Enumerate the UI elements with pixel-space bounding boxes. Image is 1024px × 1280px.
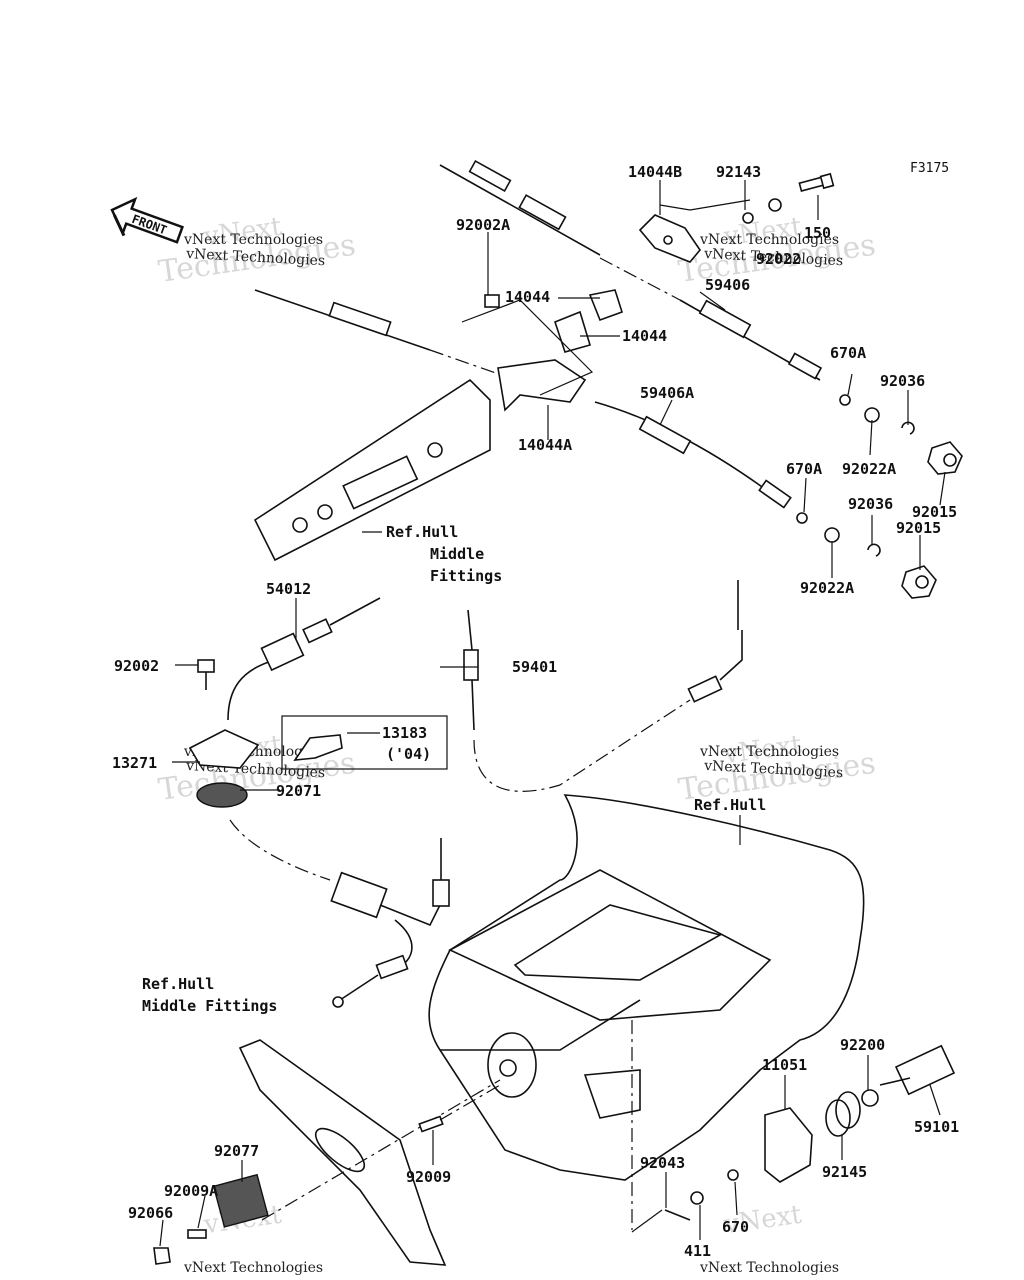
watermark-caption: vNext Technologies — [699, 744, 839, 760]
label-92077: 92077 — [214, 1142, 259, 1160]
label-92043: 92043 — [640, 1154, 685, 1172]
label-54012: 54012 — [266, 580, 311, 598]
washer-92143 — [742, 212, 754, 224]
label-92022A-top: 92022A — [842, 460, 896, 478]
knob-59101 — [879, 1044, 956, 1096]
label-11051: 11051 — [762, 1056, 807, 1074]
bolt-92002A — [484, 294, 500, 308]
label-670: 670 — [722, 1218, 749, 1236]
label-92002A: 92002A — [456, 216, 510, 234]
bolt-92009 — [418, 1115, 444, 1133]
label-59406: 59406 — [705, 276, 750, 294]
nut-92015-bottom — [901, 565, 937, 599]
plate-13183 — [293, 734, 343, 761]
washer-411 — [690, 1191, 704, 1205]
label-92022A-bottom: 92022A — [800, 579, 854, 597]
watermark-caption: vNext Technologies — [703, 758, 844, 781]
cable-59406A — [254, 289, 792, 509]
label-670A-top: 670A — [830, 344, 866, 362]
label-13183: 13183 — [382, 724, 427, 742]
washer-92200 — [861, 1089, 879, 1107]
label-92200: 92200 — [840, 1036, 885, 1054]
diagram-code: F3175 — [910, 161, 949, 176]
watermark-caption: vNext Technologies — [699, 232, 839, 248]
front-arrow-icon: FRONT — [110, 196, 184, 244]
label-04: ('04) — [386, 745, 431, 763]
hull-middle-fitting-lower — [238, 1039, 501, 1266]
label-92071: 92071 — [276, 782, 321, 800]
oring-670A-top — [839, 394, 851, 406]
label-14044A: 14044A — [518, 436, 572, 454]
nut-92015-top — [927, 441, 963, 475]
label-92009: 92009 — [406, 1168, 451, 1186]
bolt-92009A — [187, 1229, 207, 1239]
label-411: 411 — [684, 1242, 711, 1260]
lower-cable-assembly — [229, 819, 450, 1008]
hull-middle-fitting-plate — [253, 378, 491, 562]
label-92036-bottom: 92036 — [848, 495, 893, 513]
cable-59401 — [463, 580, 743, 792]
nut-92066 — [153, 1247, 171, 1265]
bracket-14044A — [497, 359, 587, 412]
label-92015-bottom: 92015 — [896, 519, 941, 537]
label-92015-top: 92015 — [912, 503, 957, 521]
label-14044-upper: 14044 — [505, 288, 550, 306]
clamp-14044-upper — [588, 289, 623, 322]
label-92143: 92143 — [716, 163, 761, 181]
watermark-caption: vNext Technologies — [699, 1260, 839, 1276]
clip-92043 — [664, 1209, 691, 1221]
watermark-caption: vNext Technologies — [185, 246, 326, 269]
ref-hull-middle-label: Ref.Hull — [386, 523, 458, 541]
ref-hull-middle-label-2: Middle Fittings — [142, 997, 277, 1015]
bracket-14044B — [638, 214, 702, 263]
label-92036-top: 92036 — [880, 372, 925, 390]
bolt-92002 — [197, 659, 215, 673]
watermark-caption: vNext Technologies — [183, 232, 323, 248]
cover-11051 — [764, 1107, 813, 1183]
label-92145: 92145 — [822, 1163, 867, 1181]
washer-92022A-top — [864, 407, 880, 423]
label-14044-lower: 14044 — [622, 327, 667, 345]
grommet-92071 — [196, 782, 248, 808]
oring-670 — [727, 1169, 739, 1181]
label-92009A: 92009A — [164, 1182, 218, 1200]
label-670A-bottom: 670A — [786, 460, 822, 478]
watermark-caption: vNext Technologies — [703, 246, 844, 269]
leader-lines — [159, 180, 946, 1247]
watermark-caption: vNext Technologies — [183, 1260, 323, 1276]
cap-92077 — [212, 1173, 269, 1228]
label-59101: 59101 — [914, 1118, 959, 1136]
ref-hull-label: Ref.Hull — [694, 796, 766, 814]
box-13183 — [281, 715, 448, 770]
label-14044B: 14044B — [628, 163, 682, 181]
ref-hull-middle-label: Fittings — [430, 567, 502, 585]
ref-hull-middle-label: Middle — [430, 545, 484, 563]
clip-92036-bottom — [867, 543, 881, 557]
label-92002: 92002 — [114, 657, 159, 675]
throttle-cable-54012 — [227, 597, 381, 721]
label-59401: 59401 — [512, 658, 557, 676]
bolt-150 — [798, 172, 835, 192]
label-150: 150 — [804, 224, 831, 242]
label-92022: 92022 — [756, 250, 801, 268]
clip-92036-top — [901, 421, 915, 435]
clamp-14044-lower — [554, 310, 592, 353]
cable-59406 — [439, 159, 823, 381]
ref-hull-middle-label-2: Ref.Hull — [142, 975, 214, 993]
washer-92022A-bottom — [824, 527, 840, 543]
label-13271: 13271 — [112, 754, 157, 772]
label-59406A: 59406A — [640, 384, 694, 402]
washer-92022 — [768, 198, 782, 212]
oring-670A-bottom — [796, 512, 808, 524]
label-92066: 92066 — [128, 1204, 173, 1222]
hull-outline — [428, 794, 865, 1230]
